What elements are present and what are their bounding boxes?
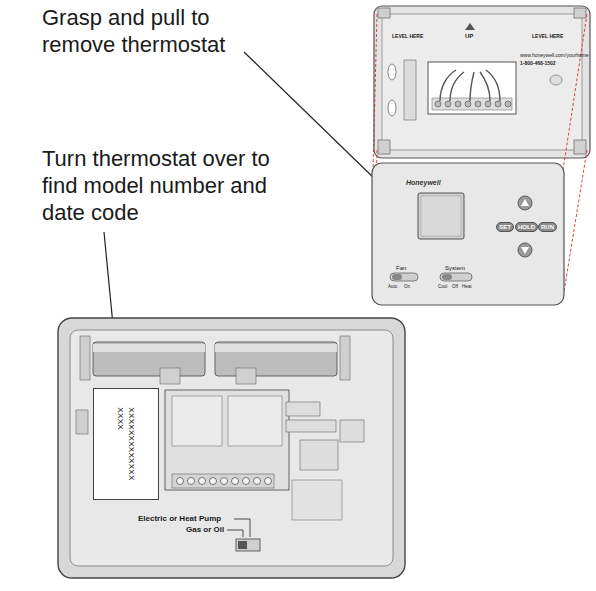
button-text: SET (497, 223, 513, 231)
hold-button: HOLD (515, 222, 538, 232)
callout-text: Turn thermostat over to find model numbe… (42, 145, 274, 226)
level-mark: LEVEL HERE (392, 33, 423, 39)
phone-number: 1-800-468-1502 (520, 60, 556, 66)
button-text: RUN (539, 223, 556, 231)
switch-label: System (445, 264, 465, 272)
model-label: XXXXXXXXXXXXXXXXX (93, 388, 159, 500)
switch-position: On (404, 284, 410, 290)
date-code: XXXX (115, 407, 126, 480)
web-address: www.honeywell.com/yourhome (520, 52, 589, 58)
switch-label: Gas or Oil (186, 525, 224, 535)
switch-label: Fan (396, 264, 406, 272)
thermostat-front (372, 163, 564, 305)
up-mark: UP (465, 32, 473, 40)
switch-label: Electric or Heat Pump (138, 514, 221, 524)
set-button: SET (496, 222, 514, 232)
switch-position: Off (452, 284, 458, 290)
level-mark: LEVEL HERE (532, 33, 563, 39)
button-text: HOLD (516, 223, 537, 231)
brand-logo: Honeywell (406, 178, 441, 187)
date-code: XXXXXXXXXXXXX (126, 407, 137, 480)
run-button: RUN (538, 222, 557, 232)
switch-position: Heat (462, 284, 472, 290)
switch-position: Cool (438, 284, 447, 290)
thermostat-back (58, 318, 405, 578)
callout-text: Grasp and pull to remove thermostat (42, 4, 270, 58)
switch-position: Auto (388, 284, 397, 290)
wallplate (374, 6, 590, 158)
